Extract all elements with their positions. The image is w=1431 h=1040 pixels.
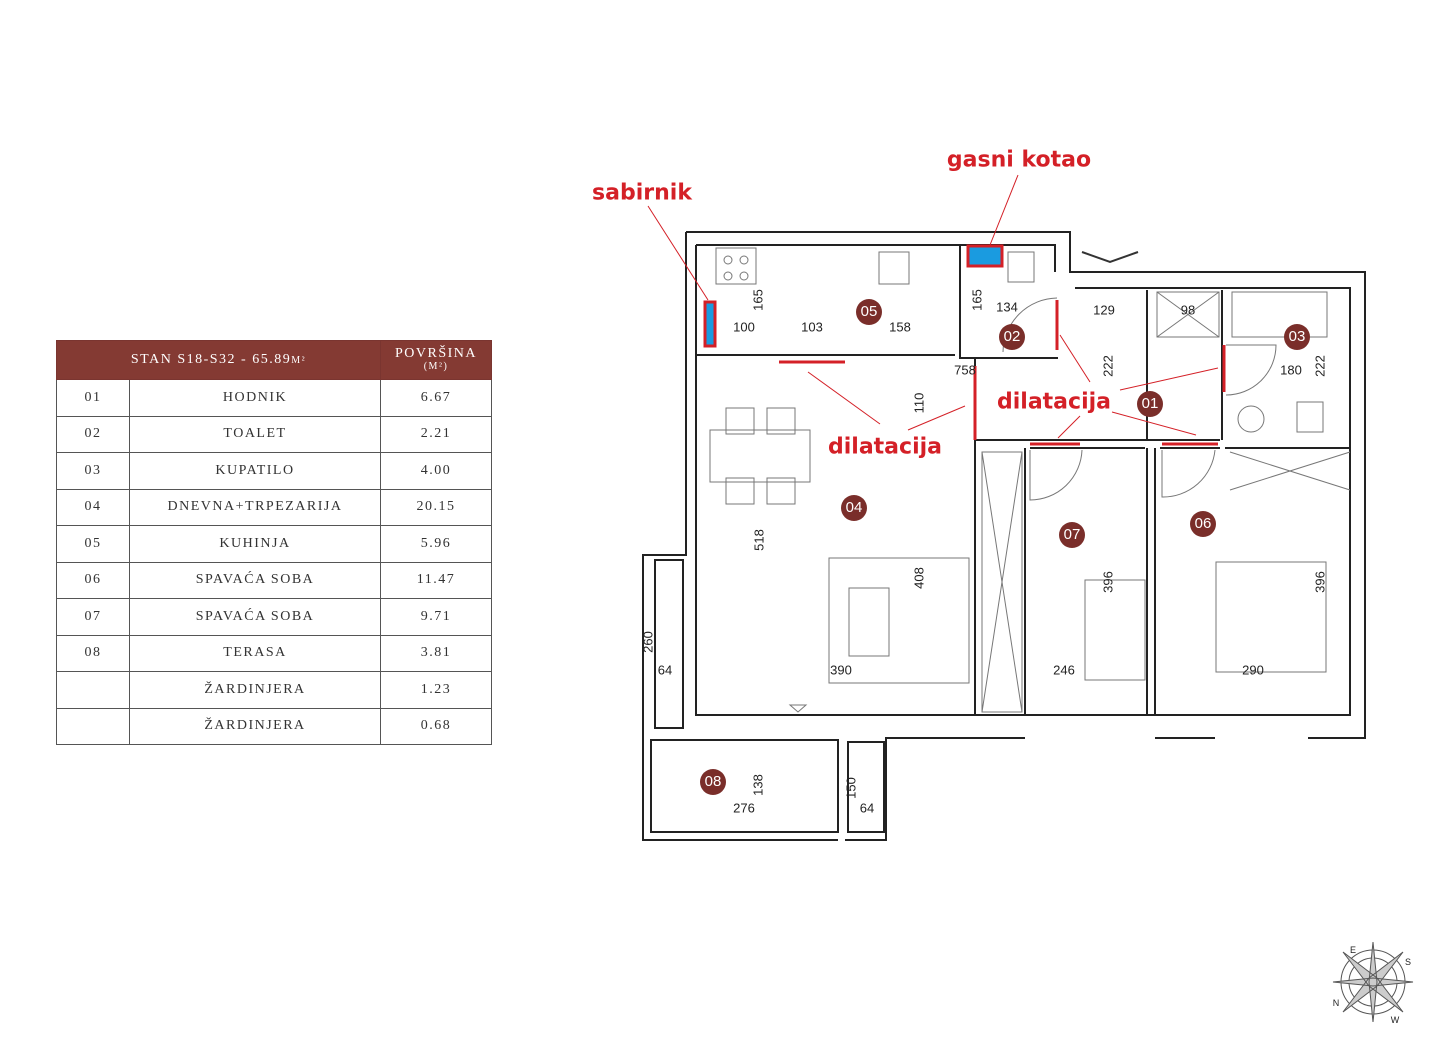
dimension: 150 bbox=[843, 777, 859, 799]
stove bbox=[715, 247, 757, 285]
room-badge-02: 02 bbox=[999, 324, 1025, 350]
cell-area: 9.71 bbox=[380, 598, 492, 636]
cell-no bbox=[56, 707, 130, 745]
dimension: 100 bbox=[733, 319, 755, 335]
shower bbox=[1156, 291, 1220, 338]
cell-no: 01 bbox=[56, 379, 130, 417]
cell-no: 02 bbox=[56, 415, 130, 453]
area-header: POVRŠINA(M²) bbox=[380, 340, 492, 380]
gas-boiler bbox=[966, 244, 1004, 268]
cell-no: 07 bbox=[56, 598, 130, 636]
dimension: 518 bbox=[751, 529, 767, 551]
cell-name: HODNIK bbox=[129, 379, 381, 417]
cell-name: DNEVNA+TRPEZARIJA bbox=[129, 488, 381, 526]
wardrobe bbox=[981, 451, 1023, 713]
cell-name: SPAVAĆA SOBA bbox=[129, 561, 381, 599]
washing-machine bbox=[1237, 405, 1265, 433]
bathtub bbox=[1231, 291, 1328, 338]
dimension: 290 bbox=[1242, 662, 1264, 678]
cell-area: 11.47 bbox=[380, 561, 492, 599]
compass-label: W bbox=[1390, 1015, 1400, 1025]
room-badge-06: 06 bbox=[1190, 511, 1216, 537]
cell-area: 3.81 bbox=[380, 634, 492, 672]
cell-area: 4.00 bbox=[380, 452, 492, 490]
annotation-sabirnik: sabirnik bbox=[592, 180, 692, 206]
dimension: 103 bbox=[801, 319, 823, 335]
dimension: 64 bbox=[859, 800, 875, 816]
cell-name: KUPATILO bbox=[129, 452, 381, 490]
cell-no: 03 bbox=[56, 452, 130, 490]
sink bbox=[878, 251, 910, 285]
room-badge-03: 03 bbox=[1284, 324, 1310, 350]
cell-area: 6.67 bbox=[380, 379, 492, 417]
dimension: 165 bbox=[750, 289, 766, 311]
cell-no: 05 bbox=[56, 525, 130, 563]
sofa bbox=[828, 557, 970, 684]
cell-no: 04 bbox=[56, 488, 130, 526]
inner-wall bbox=[695, 244, 1351, 716]
dimension: 246 bbox=[1053, 662, 1075, 678]
dimension: 222 bbox=[1312, 355, 1328, 377]
cell-name: SPAVAĆA SOBA bbox=[129, 598, 381, 636]
bed bbox=[1215, 561, 1327, 673]
dimension: 222 bbox=[1100, 355, 1116, 377]
cell-area: 20.15 bbox=[380, 488, 492, 526]
dimension: 408 bbox=[911, 567, 927, 589]
dimension: 110 bbox=[911, 392, 927, 414]
compass-label: S bbox=[1404, 957, 1412, 967]
annotation-gas-boiler: gasni kotao bbox=[946, 147, 1092, 173]
cell-name: TOALET bbox=[129, 415, 381, 453]
cell-name: ŽARDINJERA bbox=[129, 707, 381, 745]
planters bbox=[650, 559, 885, 833]
collector bbox=[703, 300, 717, 348]
dimension: 165 bbox=[969, 289, 985, 311]
annotation-dilatacija: dilatacija bbox=[996, 389, 1112, 415]
dimension: 129 bbox=[1093, 302, 1115, 318]
dining-table bbox=[709, 429, 811, 483]
dimension: 180 bbox=[1280, 362, 1302, 378]
cell-area: 0.68 bbox=[380, 707, 492, 745]
dimension: 758 bbox=[954, 362, 976, 378]
room-badge-05: 05 bbox=[856, 299, 882, 325]
toilet bbox=[1007, 251, 1035, 283]
apartment-title: STAN S18-S32 - 65.89M² bbox=[56, 340, 381, 380]
dimension: 396 bbox=[1100, 571, 1116, 593]
dimension: 138 bbox=[750, 774, 766, 796]
cell-name: ŽARDINJERA bbox=[129, 671, 381, 709]
room-badge-08: 08 bbox=[700, 769, 726, 795]
interior-walls bbox=[696, 245, 1350, 715]
cell-area: 5.96 bbox=[380, 525, 492, 563]
room-badge-07: 07 bbox=[1059, 522, 1085, 548]
dimension: 64 bbox=[657, 662, 673, 678]
door-swings bbox=[1002, 297, 1277, 501]
dimension: 396 bbox=[1312, 571, 1328, 593]
outer-wall bbox=[642, 231, 1366, 841]
cell-no: 08 bbox=[56, 634, 130, 672]
dimension: 158 bbox=[889, 319, 911, 335]
dimension: 134 bbox=[996, 299, 1018, 315]
room-badge-04: 04 bbox=[841, 495, 867, 521]
dimension: 390 bbox=[830, 662, 852, 678]
room-badge-01: 01 bbox=[1137, 391, 1163, 417]
dimension: 276 bbox=[733, 800, 755, 816]
annotation-dilatacija: dilatacija bbox=[827, 434, 943, 460]
compass-label: N bbox=[1332, 998, 1340, 1008]
cell-area: 1.23 bbox=[380, 671, 492, 709]
dimension: 260 bbox=[640, 631, 656, 653]
compass-label: E bbox=[1349, 945, 1357, 955]
dimension: 98 bbox=[1180, 302, 1196, 318]
compass-rose bbox=[1332, 941, 1414, 1023]
